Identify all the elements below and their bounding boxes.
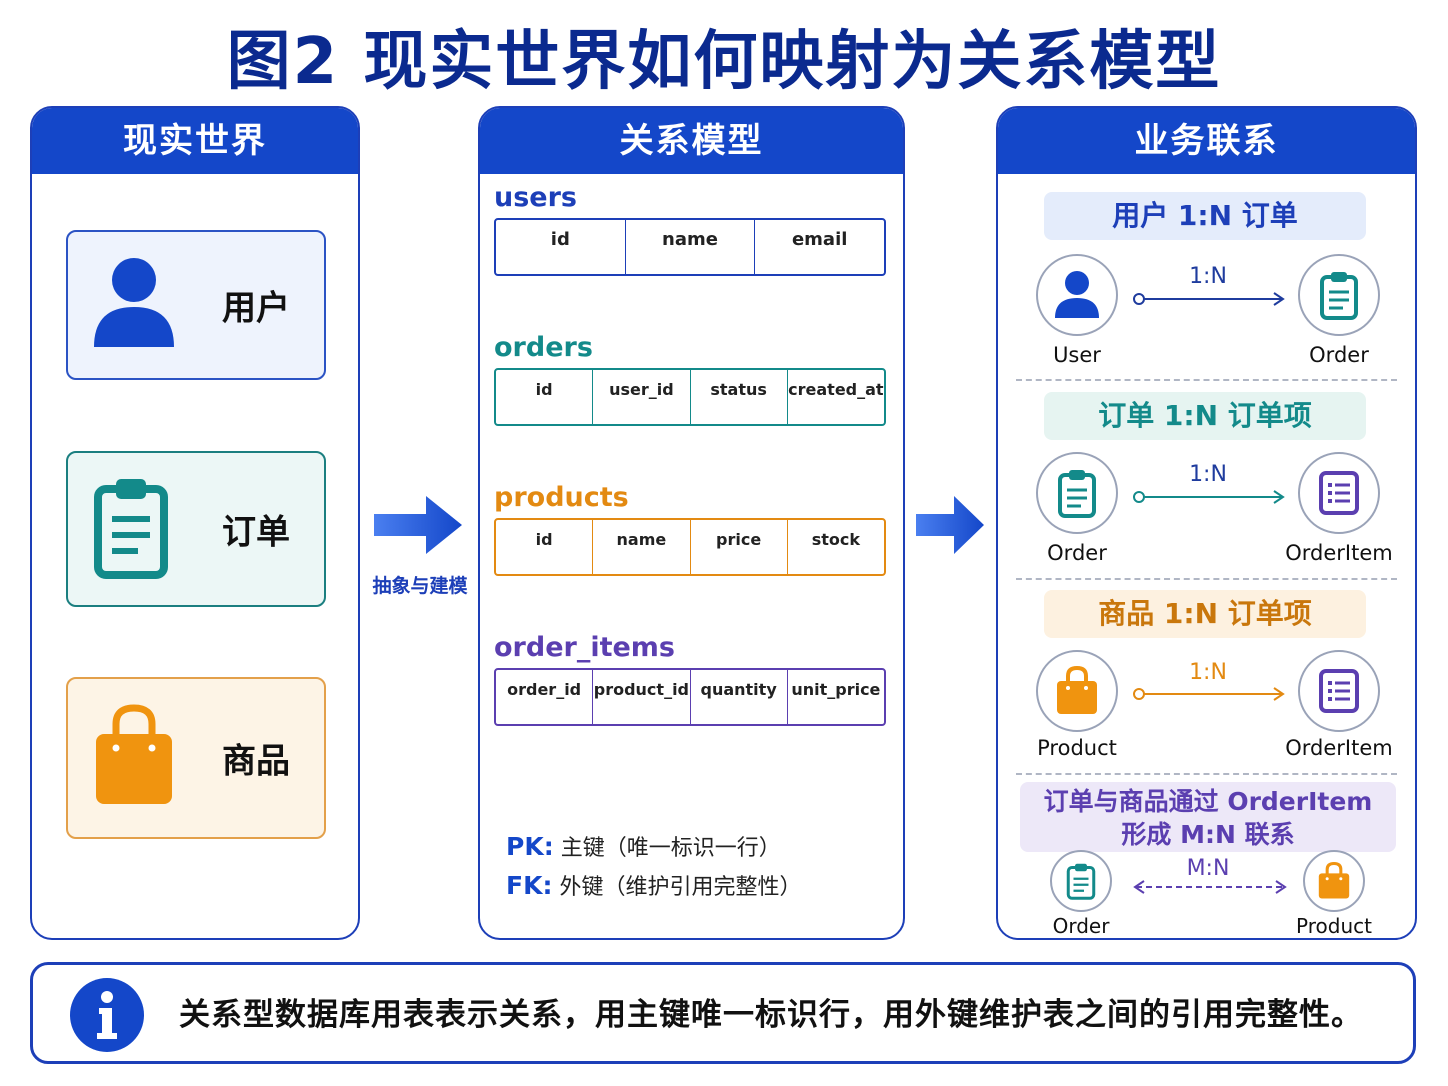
relation-ratio: 1:N	[1189, 462, 1227, 487]
clipboard-icon	[1298, 254, 1380, 336]
page-title: 图2 现实世界如何映射为关系模型	[226, 25, 1222, 99]
table-column: id	[496, 520, 594, 574]
node-label: Order	[1047, 541, 1107, 565]
relation-title: 用户 1:N 订单	[1044, 192, 1366, 240]
relation-title: 订单 1:N 订单项	[1044, 392, 1366, 440]
legend-key: FK	[506, 871, 543, 900]
table-column: id	[496, 220, 626, 274]
arrow-right-icon	[916, 496, 984, 554]
shopping-bag-icon	[1036, 650, 1118, 732]
table-column: order_id	[496, 670, 594, 724]
relational-model-panel: 关系模型 users id name email orders id user_…	[478, 106, 905, 940]
one-to-many-arrow	[1133, 490, 1285, 504]
entity-order-label: 订单	[222, 512, 290, 553]
many-to-many-title-line2: 形成 M:N 联系	[1121, 820, 1295, 849]
table-products: id name price stock	[494, 518, 886, 576]
node-label: Product	[1296, 914, 1372, 938]
table-order-items: order_id product_id quantity unit_price	[494, 668, 886, 726]
table-column: created_at	[788, 380, 884, 399]
table-orders: id user_id status created_at	[494, 368, 886, 426]
many-to-many-title-line1: 订单与商品通过 OrderItem	[1043, 787, 1373, 816]
table-column: quantity	[691, 670, 788, 724]
relation-title: 商品 1:N 订单项	[1044, 590, 1366, 638]
table-name-users: users	[494, 182, 577, 213]
legend-sep: :	[542, 871, 553, 900]
shopping-bag-icon	[92, 704, 176, 812]
legend-sep: :	[543, 832, 554, 861]
info-footer: 关系型数据库用表表示关系，用主键唯一标识行，用外键维护表之间的引用完整性。	[30, 962, 1416, 1064]
table-column: price	[691, 520, 788, 574]
one-to-many-arrow	[1133, 292, 1285, 306]
node-label: Order	[1309, 343, 1369, 367]
relations-header: 业务联系	[998, 108, 1415, 174]
entity-product-label: 商品	[222, 741, 290, 782]
legend-fk: FK: 外键（维护引用完整性）	[506, 869, 801, 901]
node-label: Product	[1037, 736, 1117, 760]
table-column: stock	[811, 530, 861, 549]
table-column: status	[691, 370, 788, 424]
node-label: User	[1053, 343, 1101, 367]
footer-text: 关系型数据库用表表示关系，用主键唯一标识行，用外键维护表之间的引用完整性。	[179, 997, 1363, 1033]
clipboard-icon	[1050, 850, 1112, 912]
relations-panel: 业务联系 用户 1:N 订单 1:N User Order 订单 1:N 订单项…	[996, 106, 1417, 940]
divider	[1016, 379, 1397, 381]
user-icon	[92, 255, 176, 355]
divider	[1016, 773, 1397, 775]
table-name-products: products	[494, 482, 629, 513]
node-label: Order	[1052, 914, 1110, 938]
real-world-panel: 现实世界 用户 订单	[30, 106, 360, 940]
entity-user-label: 用户	[222, 288, 290, 329]
list-icon	[1298, 650, 1380, 732]
table-column: id	[496, 370, 594, 424]
node-label: OrderItem	[1285, 736, 1393, 760]
entity-order: 订单	[66, 451, 326, 607]
clipboard-icon	[92, 475, 172, 583]
table-name-orders: orders	[494, 332, 593, 363]
table-column: unit_price	[791, 680, 881, 699]
one-to-many-arrow	[1133, 687, 1285, 701]
many-to-many-title: 订单与商品通过 OrderItem 形成 M:N 联系	[1020, 782, 1396, 852]
list-icon	[1298, 452, 1380, 534]
legend-key: PK	[506, 832, 544, 861]
divider	[1016, 578, 1397, 580]
arrow-caption: 抽象与建模	[372, 575, 468, 597]
relation-ratio: 1:N	[1189, 264, 1227, 289]
legend-text: 外键（维护引用完整性）	[559, 875, 802, 900]
real-world-header: 现实世界	[32, 108, 358, 174]
table-column: user_id	[593, 370, 691, 424]
many-to-many-arrow	[1133, 880, 1287, 894]
table-name-order-items: order_items	[494, 632, 675, 663]
relation-ratio: 1:N	[1189, 660, 1227, 685]
user-icon	[1036, 254, 1118, 336]
arrow-right-icon	[374, 496, 462, 554]
clipboard-icon	[1036, 452, 1118, 534]
info-icon	[69, 977, 145, 1057]
table-column: name	[626, 220, 756, 274]
table-column: name	[593, 520, 691, 574]
legend-text: 主键（唯一标识一行）	[560, 836, 781, 861]
table-users: id name email	[494, 218, 886, 276]
entity-user: 用户	[66, 230, 326, 380]
entity-product: 商品	[66, 677, 326, 839]
node-label: OrderItem	[1285, 541, 1393, 565]
table-column: product_id	[593, 670, 691, 724]
relational-model-header: 关系模型	[480, 108, 903, 174]
shopping-bag-icon	[1303, 850, 1365, 912]
legend-pk: PK: 主键（唯一标识一行）	[506, 830, 781, 862]
relation-ratio: M:N	[1186, 856, 1230, 881]
table-column: email	[791, 229, 848, 250]
